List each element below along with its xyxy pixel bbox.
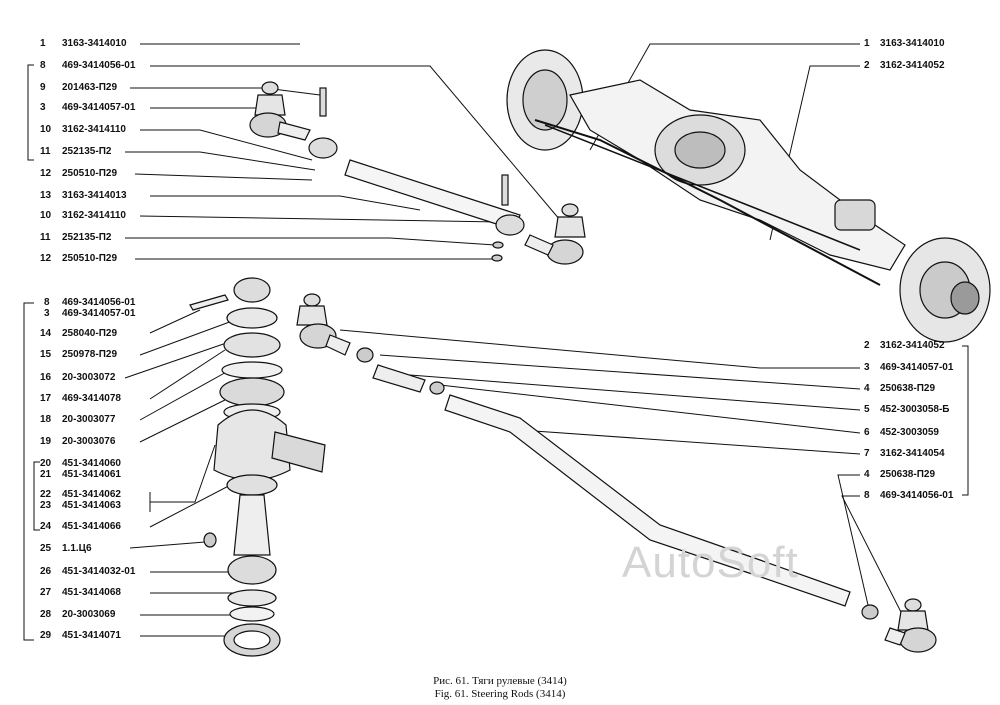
callout-15-num: 15 [40,349,52,360]
callout-1-num: 1 [40,38,46,49]
callout-13-num: 13 [40,190,52,201]
bracket-8-11 [27,64,34,161]
callout-28-code: 20-3003069 [62,609,116,620]
callout-25-num: 25 [40,543,52,554]
callout-r7-num: 7 [864,448,870,459]
callout-8-code: 469-3414056-01 [62,60,136,71]
callout-11-code: 252135-П2 [62,146,112,157]
callout-19-num: 19 [40,436,52,447]
callout-3-code: 469-3414057-01 [62,102,136,113]
callout-10-num: 10 [40,124,52,135]
callout-r1-code: 3163-3414010 [880,38,945,49]
callout-9-code: 201463-П29 [62,82,118,93]
callout-28-num: 28 [40,609,52,620]
bracket-8-29 [23,302,34,641]
callout-21-code: 451-3414061 [62,469,121,480]
ball-joint-exploded [189,277,326,657]
callout-r8-code: 469-3414056-01 [880,490,954,501]
callout-14-num: 14 [40,328,52,339]
callout-r4-num: 4 [864,383,870,394]
callout-14-code: 258040-П29 [62,328,118,339]
callout-29-num: 29 [40,630,52,641]
callout-12b-code: 250510-П29 [62,253,118,264]
caption-en: Fig. 61. Steering Rods (3414) [434,688,566,700]
callout-17-code: 469-3414078 [62,393,121,404]
axle-assembly [506,49,991,343]
callout-11b-num: 11 [40,232,51,243]
callout-27-num: 27 [40,587,52,598]
callout-9-num: 9 [40,82,46,93]
callout-r1-num: 1 [864,38,870,49]
callout-r2-code: 3162-3414052 [880,60,945,71]
callout-16-num: 16 [40,372,52,383]
callout-r3-code: 469-3414057-01 [880,362,954,373]
callout-25-code: 1.1.Ц6 [62,543,92,554]
callout-29-code: 451-3414071 [62,630,121,641]
callout-17-num: 17 [40,393,52,404]
callout-r5-code: 452-3003058-Б [880,404,950,415]
callout-8c-num: 8 [44,297,50,308]
watermark: AutoSoft [622,538,799,587]
callout-11-num: 11 [40,146,51,157]
callout-r5-num: 5 [864,404,870,415]
callout-13-code: 3163-3414013 [62,190,127,201]
drag-link [296,293,937,653]
callout-8c-code: 469-3414056-01 [62,297,136,308]
callout-24-code: 451-3414066 [62,521,121,532]
callout-3-num: 3 [40,102,46,113]
callout-r6-num: 6 [864,427,870,438]
callout-1-code: 3163-3414010 [62,38,127,49]
callout-r2b-code: 3162-3414052 [880,340,945,351]
callout-10b-code: 3162-3414110 [62,210,126,221]
callout-r7-code: 3162-3414054 [880,448,945,459]
callout-22-num: 22 [40,489,52,500]
callout-16-code: 20-3003072 [62,372,116,383]
callout-r4-code: 250638-П29 [880,383,936,394]
callout-r6-code: 452-3003059 [880,427,939,438]
callout-20-num: 20 [40,458,52,469]
callout-10b-num: 10 [40,210,52,221]
callout-3c-code: 469-3414057-01 [62,308,136,319]
callout-12b-num: 12 [40,253,52,264]
callout-23-code: 451-3414063 [62,500,121,511]
callout-23-num: 23 [40,500,52,511]
callout-22-code: 451-3414062 [62,489,121,500]
tie-rod-upper [249,81,586,265]
callout-27-code: 451-3414068 [62,587,121,598]
callout-r2-num: 2 [864,60,870,71]
callout-r8-num: 8 [864,490,870,501]
caption-ru: Рис. 61. Тяги рулевые (3414) [433,675,567,687]
callout-18-num: 18 [40,414,52,425]
callout-3c-num: 3 [44,308,50,319]
callout-r3-num: 3 [864,362,870,373]
callout-r2b-num: 2 [864,340,870,351]
bracket-20-24 [33,461,40,531]
callout-11b-code: 252135-П2 [62,232,112,243]
callout-21-num: 21 [40,469,52,480]
callout-26-num: 26 [40,566,52,577]
callout-20-code: 451-3414060 [62,458,121,469]
callout-19-code: 20-3003076 [62,436,116,447]
callout-12-code: 250510-П29 [62,168,118,179]
callout-24-num: 24 [40,521,52,532]
callout-r4b-num: 4 [864,469,870,480]
callout-26-code: 451-3414032-01 [62,566,136,577]
callout-15-code: 250978-П29 [62,349,118,360]
callout-18-code: 20-3003077 [62,414,116,425]
callout-12-num: 12 [40,168,52,179]
callout-8-num: 8 [40,60,46,71]
bracket-right-2-8 [962,345,969,496]
callout-r4b-code: 250638-П29 [880,469,936,480]
callout-10-code: 3162-3414110 [62,124,126,135]
